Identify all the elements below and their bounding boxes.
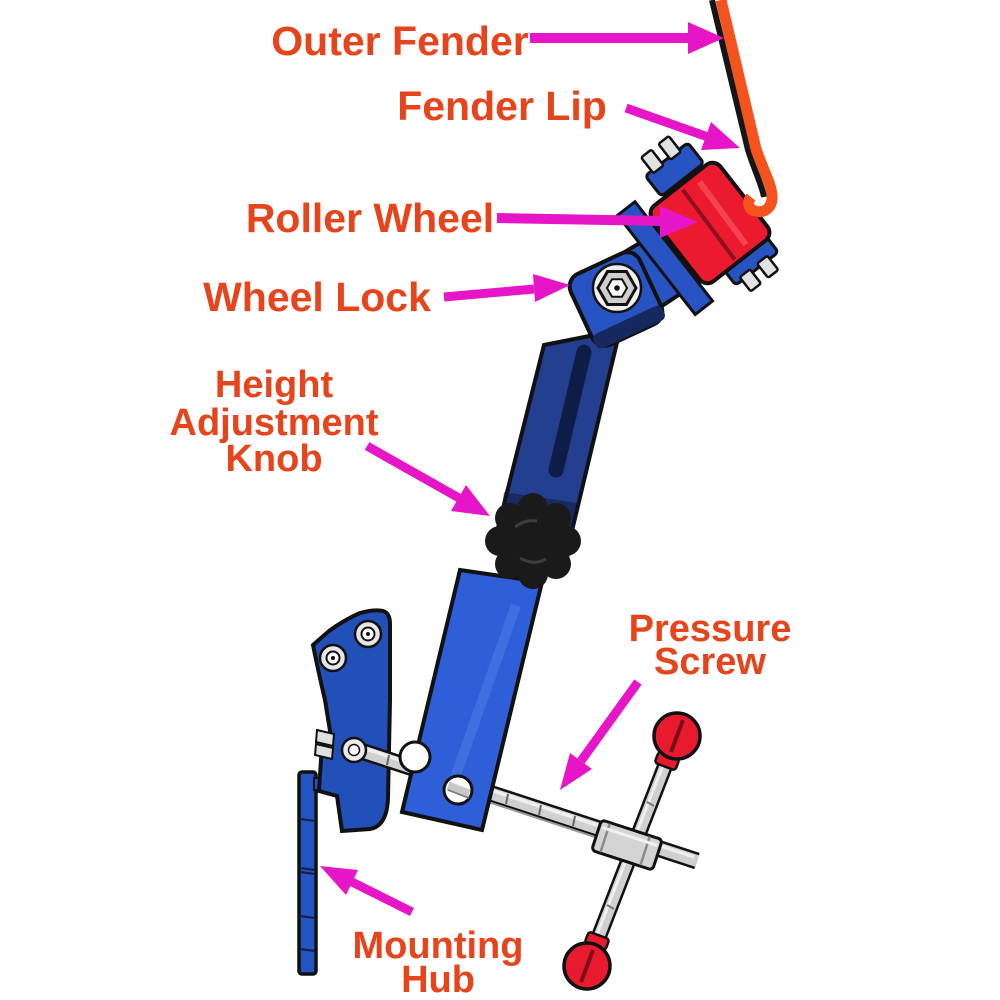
axle-bolt bbox=[739, 268, 762, 292]
label-wheel-lock: Wheel Lock bbox=[203, 274, 431, 320]
label-roller-wheel: Roller Wheel bbox=[246, 195, 494, 241]
fender-roller-tool bbox=[297, 0, 779, 991]
arm-notch bbox=[398, 740, 432, 774]
annotation-arrows bbox=[320, 22, 740, 917]
label-mounting-line1: Mounting bbox=[353, 925, 524, 967]
label-height-line1: Height bbox=[215, 364, 334, 406]
arrow-mounting-hub bbox=[320, 866, 415, 917]
fender-lip-part bbox=[715, 0, 778, 218]
axle-bolt bbox=[640, 149, 665, 174]
outer-fender-edge bbox=[709, 0, 767, 198]
wheel-lock-bolt bbox=[591, 262, 643, 314]
bracket-bolt-upper-right bbox=[353, 619, 383, 649]
label-outer-fender: Outer Fender bbox=[271, 18, 528, 64]
annotation-labels: Outer Fender Fender Lip Roller Wheel Whe… bbox=[170, 18, 792, 1000]
label-height-line2: Adjustment bbox=[170, 402, 379, 444]
arrow-pressure-screw bbox=[560, 679, 642, 790]
arrow-height-adjustment-knob bbox=[364, 442, 490, 516]
arm-slot bbox=[548, 344, 592, 478]
label-mounting-line2: Hub bbox=[401, 959, 475, 1000]
mounting-hub-part bbox=[297, 770, 322, 976]
roller-assembly bbox=[615, 135, 779, 317]
pivot-knuckle-part bbox=[567, 250, 665, 349]
screw-head-collar bbox=[591, 819, 663, 871]
height-adjustment-knob-part bbox=[485, 493, 581, 589]
yoke-strip bbox=[615, 199, 715, 317]
fender-part bbox=[709, 0, 778, 218]
bracket-clevis-nuts bbox=[313, 728, 368, 764]
axle-bolt bbox=[756, 255, 779, 279]
label-fender-lip: Fender Lip bbox=[397, 83, 607, 129]
mounting-bracket-part bbox=[310, 608, 392, 834]
arrow-fender-lip bbox=[624, 103, 740, 150]
axle-bolt bbox=[657, 135, 682, 161]
label-pressure-line2: Screw bbox=[654, 641, 766, 683]
label-height-line3: Knob bbox=[225, 438, 322, 480]
arrow-roller-wheel bbox=[496, 206, 698, 238]
label-pressure-line1: Pressure bbox=[629, 608, 792, 650]
bracket-bolt-upper-left bbox=[318, 643, 348, 673]
arrow-wheel-lock bbox=[443, 274, 570, 302]
lower-arm-part bbox=[398, 567, 545, 833]
arrow-outer-fender bbox=[530, 22, 724, 54]
yoke-top-tab bbox=[645, 142, 704, 197]
